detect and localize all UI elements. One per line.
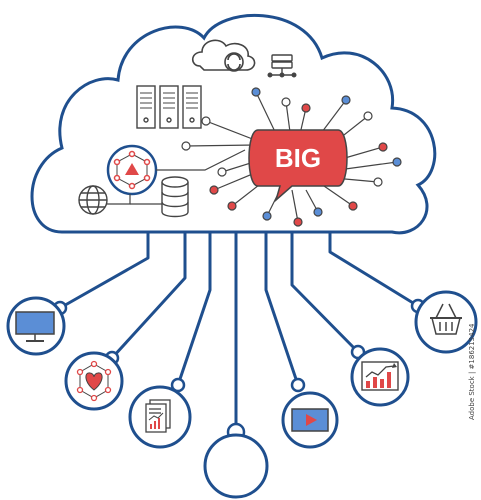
monitor-icon <box>15 311 55 342</box>
cloud-refresh-icon <box>191 39 256 72</box>
server-rack-icon <box>136 85 202 129</box>
basket-icon <box>430 303 462 335</box>
growth-chart-icon <box>361 361 399 391</box>
heart-network-icon <box>76 360 112 402</box>
stock-id-text: Adobe Stock | #186215424 <box>468 323 476 420</box>
connector-heart <box>110 233 187 360</box>
node-computer[interactable] <box>6 296 66 356</box>
connector-growth <box>290 233 360 354</box>
hub-nodes <box>181 87 402 227</box>
speech-bubble-icon: BIG <box>248 129 348 203</box>
node-video[interactable] <box>281 391 339 449</box>
connector-basket <box>328 233 419 308</box>
connector-computer <box>59 233 150 310</box>
big-label: BIG <box>275 143 321 173</box>
document-chart-icon <box>145 399 171 433</box>
globe-icon <box>78 185 108 215</box>
database-server-icon <box>267 54 297 78</box>
connector-video <box>264 233 300 386</box>
network-warning-icon <box>106 144 158 196</box>
video-play-icon <box>291 408 329 432</box>
connector-lines <box>59 233 419 428</box>
node-empty[interactable] <box>203 433 269 499</box>
cloud-wiring <box>107 149 246 205</box>
node-heart-network[interactable] <box>64 351 124 411</box>
connector-document <box>176 233 212 386</box>
node-document-report[interactable] <box>128 385 192 449</box>
database-icon <box>161 176 189 218</box>
node-shopping-basket[interactable] <box>414 290 478 354</box>
node-growth-chart[interactable] <box>350 347 410 407</box>
